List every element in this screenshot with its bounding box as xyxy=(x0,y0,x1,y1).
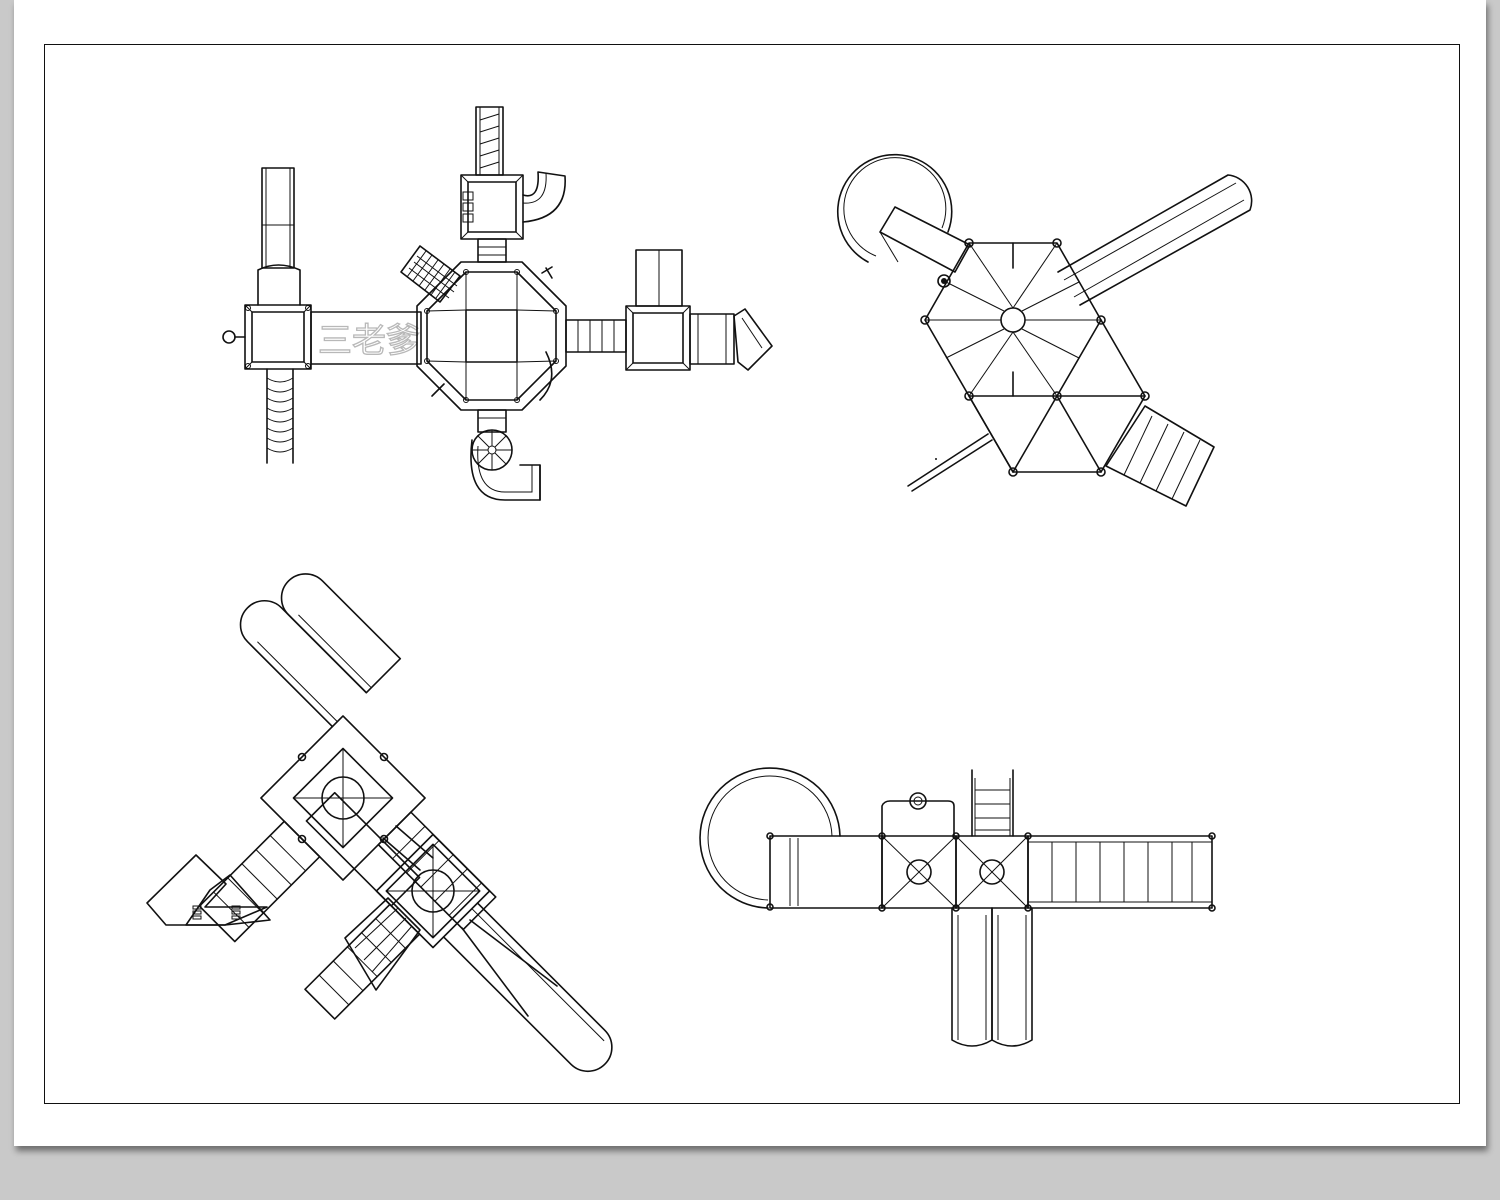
playground-plan-diagonal xyxy=(146,573,613,1073)
spiral-slide-bottom xyxy=(470,351,553,501)
playground-plan-twin-deck xyxy=(699,767,1216,1047)
tube-slide-diagonal xyxy=(1057,174,1253,306)
playhouse xyxy=(146,854,271,926)
drawing-sheet xyxy=(14,0,1486,1146)
ladder-left-bottom xyxy=(266,368,294,464)
twin-slides-down xyxy=(951,907,1033,1047)
bridge-left: 三老爹 xyxy=(310,311,422,365)
hexagon-deck xyxy=(920,238,1150,477)
ramp-right xyxy=(1027,832,1216,912)
deck-right xyxy=(565,249,773,371)
stair-lower-left xyxy=(344,897,421,991)
ramp-lower-right xyxy=(1105,405,1215,507)
climbing-net xyxy=(400,245,461,303)
rail-lower-left xyxy=(907,433,993,492)
deck-top xyxy=(460,106,566,263)
deck-left xyxy=(222,304,312,370)
watermark-text: 三老爹 xyxy=(318,322,420,360)
spiral-slide-circle xyxy=(836,153,971,273)
twin-decks xyxy=(878,769,1032,912)
drawing-border xyxy=(44,44,1460,1104)
slide-left-top xyxy=(257,167,301,306)
playground-plan-octagon: 三老爹 xyxy=(222,106,773,501)
playground-plan-hexagon xyxy=(836,153,1253,507)
octagon-tower xyxy=(416,261,567,411)
spiral-slide-left xyxy=(699,767,883,911)
